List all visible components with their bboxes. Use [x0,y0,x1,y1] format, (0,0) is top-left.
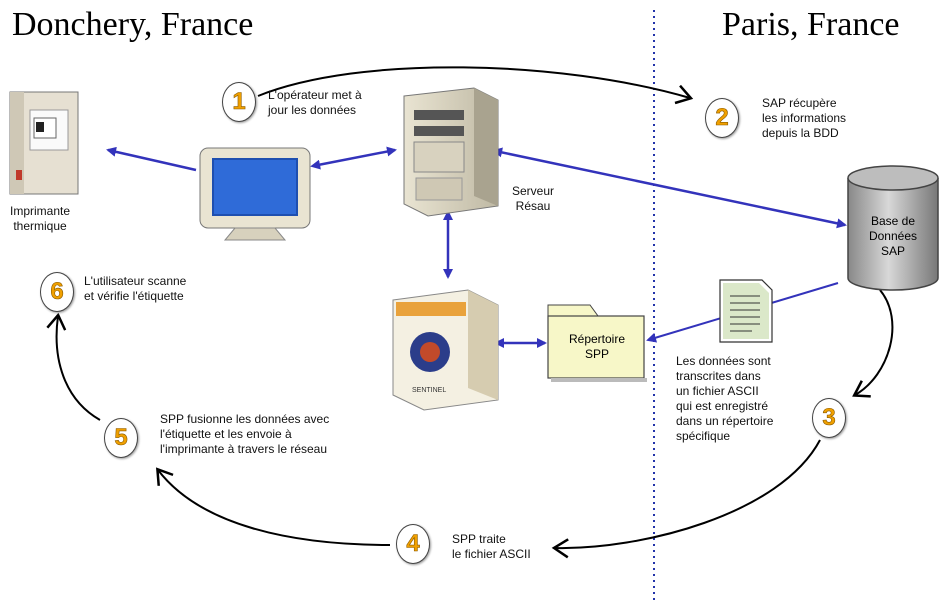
flow-arrow-4-to-5 [158,470,391,546]
step-badge-2: 2 [705,98,739,138]
step-number: 1 [232,88,246,116]
step-3-text: Les données sont transcrites dans un fic… [676,354,774,443]
flow-arrow-1-to-2 [257,66,690,98]
software-box-icon: SENTINEL [392,289,499,411]
arrow-server-database [492,147,847,229]
step-badge-6: 6 [40,272,74,312]
folder-icon [547,304,647,382]
step-number: 6 [50,278,64,306]
server-label: Serveur Résau [512,184,555,213]
software-box-brand: SENTINEL [412,387,446,394]
flow-arrow-5-to-6 [57,316,101,421]
flow-arrow-2-to-3 [855,289,894,395]
location-title-donchery: Donchery, France [12,6,254,43]
step-number: 3 [822,404,836,432]
printer-icon [9,91,79,195]
database-label: Base de Données SAP [868,214,918,258]
step-number: 2 [715,104,729,132]
folder-label: Répertoire SPP [568,332,626,361]
step-1-text: L'opérateur met à jour les données [268,88,362,117]
arrow-monitor-to-printer [106,146,197,172]
step-6-text: L'utilisateur scanne et vérifie l'étique… [84,274,187,303]
step-badge-4: 4 [396,524,430,564]
printer-label: Imprimante thermique [10,204,71,233]
step-2-text: SAP récupère les informations depuis la … [762,96,847,140]
step-4-text: SPP traite le fichier ASCII [452,532,531,561]
arrow-monitor-server [310,146,397,170]
step-badge-1: 1 [222,82,256,122]
step-5-text: SPP fusionne les données avec l'étiquett… [160,412,330,456]
ascii-file-icon [719,279,773,343]
location-title-paris: Paris, France [722,6,900,43]
step-badge-3: 3 [812,398,846,438]
database-icon [847,165,939,291]
flow-arrow-3-to-4 [555,439,821,548]
step-number: 5 [114,424,128,452]
monitor-icon [199,147,311,241]
step-number: 4 [406,530,420,558]
server-icon [403,87,499,217]
step-badge-5: 5 [104,418,138,458]
